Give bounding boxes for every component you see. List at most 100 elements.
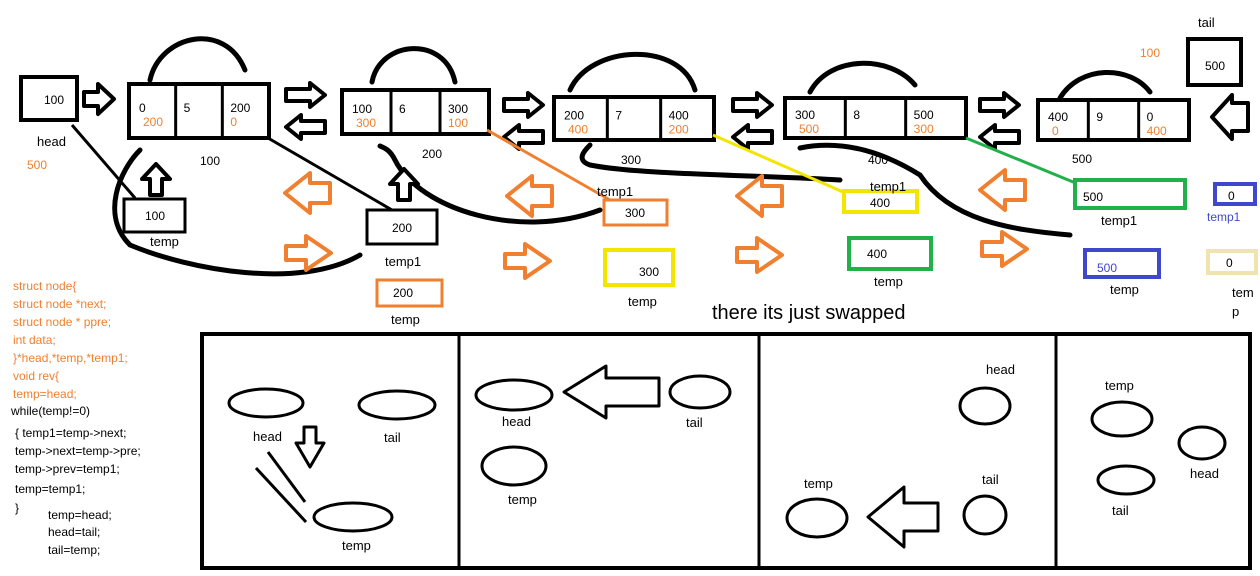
node-5-address: 500 — [1072, 152, 1092, 166]
panel1-temp-label: temp — [342, 538, 371, 553]
left-arrow-2 — [502, 123, 545, 151]
code-line-6: void rev{ — [13, 369, 59, 383]
tail-value: 500 — [1205, 59, 1225, 73]
panel1-down-arrow — [294, 425, 326, 469]
panel4-temp-ellipse — [1090, 400, 1154, 438]
orange-left-arrow-3 — [735, 174, 784, 218]
node-4-new-next: 500 — [799, 122, 819, 136]
tail-address: 100 — [1140, 46, 1160, 60]
temp-label-5: temp — [1110, 282, 1139, 297]
node-3-data: 7 — [615, 109, 622, 123]
panel2-tail-label: tail — [686, 415, 703, 430]
node-1-new-prev: 0 — [230, 115, 237, 129]
pointer-boxes: 100 temp 200 temp1 200 temp 300 temp1 30… — [122, 178, 1258, 327]
scribble-back-4 — [797, 142, 1073, 238]
node-2-new-prev: 100 — [448, 116, 468, 130]
connector-lines — [70, 124, 1079, 212]
bottom-panels — [200, 332, 1252, 570]
orange-right-arrow-2 — [503, 242, 552, 280]
swap-caption: there its just swapped — [712, 302, 905, 324]
node-1-address: 100 — [200, 154, 220, 168]
scribble-arrow-5 — [1057, 70, 1153, 101]
node-3-next: 400 — [669, 109, 689, 123]
node-5-new-prev: 400 — [1147, 124, 1167, 138]
panel4-head-label: head — [1190, 466, 1219, 481]
head-value: 100 — [44, 93, 64, 107]
panel2-head-label: head — [502, 414, 531, 429]
node-2-box — [340, 88, 491, 136]
node-5-box — [1036, 98, 1191, 142]
code-line-5: }*head,*temp,*temp1; — [13, 351, 128, 365]
head-address: 500 — [27, 158, 47, 172]
temp1-value-500: 500 — [1083, 190, 1103, 204]
left-arrow-1 — [284, 113, 327, 141]
node-4-prev: 300 — [795, 108, 815, 122]
code-line-16: tail=temp; — [48, 543, 100, 557]
node-3-new-prev: 200 — [669, 123, 689, 137]
left-arrow-4 — [978, 123, 1021, 151]
scribble-arrow-2 — [369, 46, 458, 85]
panel3-temp-ellipse — [785, 497, 849, 539]
scribble-arrow-4 — [807, 60, 918, 95]
orange-connector — [486, 128, 611, 202]
panel2-tail-ellipse — [668, 374, 732, 410]
node-5-new-next: 0 — [1052, 124, 1059, 138]
temp-value-300: 300 — [639, 265, 659, 279]
code-line-9: { temp1=temp->next; — [15, 426, 126, 440]
temp-label-4: temp — [874, 274, 903, 289]
temp1-label-1: temp1 — [385, 254, 421, 269]
panel2-temp-ellipse — [480, 445, 548, 487]
node-1-new-next: 200 — [143, 115, 163, 129]
orange-left-arrow-4 — [978, 168, 1027, 212]
temp-value-400: 400 — [867, 247, 887, 261]
panel2-left-arrow — [562, 364, 661, 420]
tail-label: tail — [1198, 15, 1215, 30]
panel4-tail-ellipse — [1096, 464, 1156, 496]
panel1-temp-ellipse — [312, 501, 394, 533]
orange-right-arrow-1 — [284, 234, 333, 272]
temp-value-200: 200 — [393, 286, 413, 300]
scribble-arrow-1 — [147, 36, 248, 83]
panel-1: head tail temp — [227, 387, 437, 553]
panel3-tail-ellipse — [962, 494, 1008, 536]
code-line-10: temp->next=temp->pre; — [15, 444, 141, 458]
node-1-prev: 0 — [139, 101, 146, 115]
temp1-value-400: 400 — [870, 196, 890, 210]
node-5-next: 0 — [1147, 110, 1154, 124]
yellow-connector — [712, 133, 851, 197]
node-1-data: 5 — [184, 101, 191, 115]
node-3-box — [552, 95, 716, 142]
right-arrow-4 — [978, 91, 1021, 119]
panels-frame — [200, 332, 1252, 570]
node-4-box — [783, 96, 968, 140]
orange-left-arrow-2 — [505, 174, 554, 218]
head-label: head — [37, 134, 66, 149]
node-4-new-prev: 300 — [914, 122, 934, 136]
orange-left-arrow-1 — [283, 171, 332, 215]
code-line-14: temp=head; — [48, 508, 112, 522]
temp-label-6a: tem — [1232, 285, 1254, 300]
temp-label-1: temp — [150, 234, 179, 249]
panel1-head-ellipse — [227, 387, 305, 419]
head-pointer: 100 head 500 — [19, 75, 79, 172]
temp1-value-0: 0 — [1228, 189, 1235, 203]
node-2-prev: 100 — [352, 102, 372, 116]
right-arrow-3 — [731, 91, 774, 119]
panel2-head-ellipse — [474, 378, 554, 412]
right-arrow-head-to-node — [82, 82, 116, 116]
scribble-arrow-3 — [567, 51, 698, 93]
temp-value-0: 0 — [1226, 256, 1233, 270]
temp-label-3: temp — [628, 294, 657, 309]
code-line-11: temp->prev=temp1; — [15, 462, 120, 476]
block-arrows — [82, 81, 1250, 202]
orange-right-arrow-4 — [980, 230, 1029, 268]
panel3-tail-label: tail — [982, 472, 999, 487]
up-arrow-temp1 — [388, 167, 420, 202]
code-line-13: } — [15, 501, 19, 515]
